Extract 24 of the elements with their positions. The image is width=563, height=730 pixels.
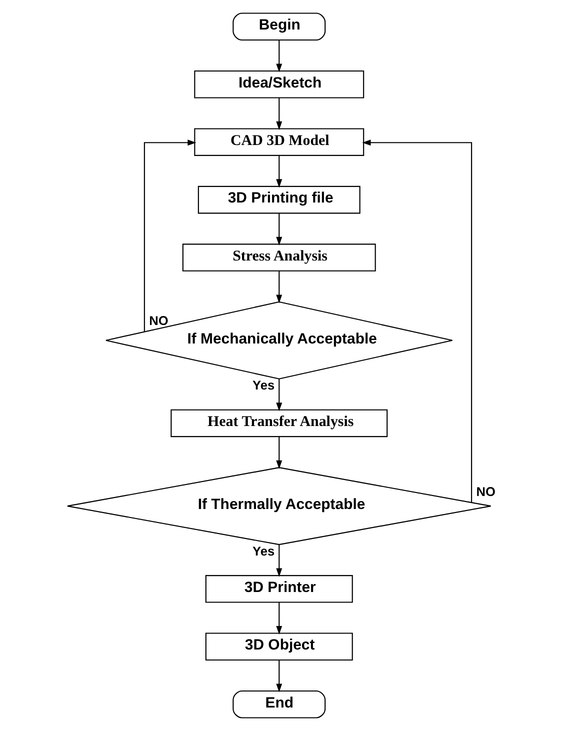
arrow	[276, 602, 282, 634]
arrow	[276, 270, 282, 303]
arrow	[276, 154, 282, 188]
arrow	[276, 212, 282, 245]
node-box: Idea/Sketch	[194, 70, 364, 98]
node-box: CAD 3D Model	[194, 128, 364, 156]
node-box: Heat Transfer Analysis	[170, 408, 388, 437]
edge-label: Yes	[252, 377, 274, 392]
arrow	[143, 139, 196, 331]
arrow	[276, 97, 282, 130]
arrow	[276, 660, 282, 692]
node-box: End	[232, 690, 326, 718]
arrow	[276, 40, 282, 72]
node-box: 3D Printing file	[197, 185, 360, 214]
edge-label: NO	[148, 312, 168, 328]
node-box: 3D Object	[204, 632, 352, 660]
node-box: Begin	[232, 12, 326, 40]
arrow	[276, 544, 282, 576]
node-box: 3D Printer	[204, 574, 352, 602]
arrow	[276, 436, 282, 468]
node-box: Stress Analysis	[182, 243, 376, 271]
edge-label: Yes	[252, 542, 274, 558]
arrow	[276, 378, 282, 411]
arrow	[362, 139, 472, 502]
